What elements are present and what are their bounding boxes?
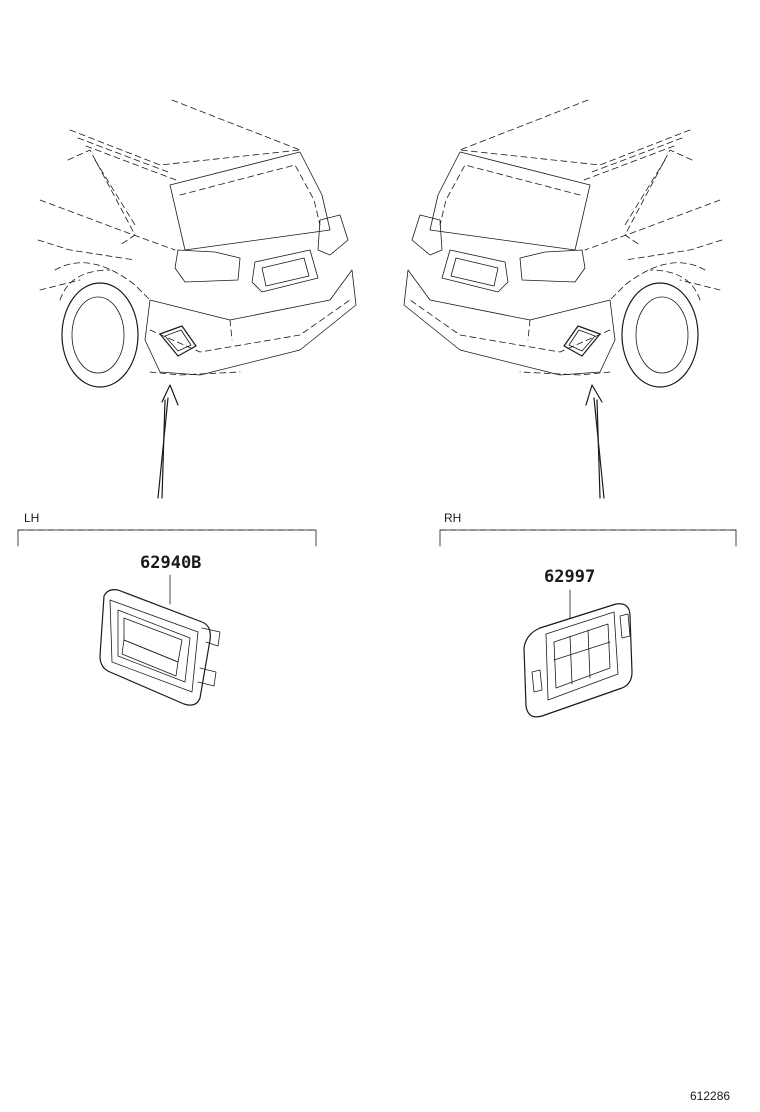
rh-side-label: RH [444, 511, 461, 525]
figure-number: 612286 [690, 1089, 730, 1103]
vehicle-rear-right-illustration [403, 99, 723, 388]
vehicle-rear-left-illustration [37, 99, 357, 388]
pointer-arrow-left [157, 384, 179, 499]
reflector-cover-rh-part [523, 603, 633, 718]
rh-group-bracket [439, 529, 737, 547]
part-number-lh: 62940B [140, 553, 201, 573]
reflector-cover-lh-part [99, 589, 221, 706]
lh-side-label: LH [24, 511, 39, 525]
pointer-arrow-right [585, 384, 605, 499]
lh-group-bracket [17, 529, 317, 547]
part-number-rh: 62997 [544, 567, 595, 587]
